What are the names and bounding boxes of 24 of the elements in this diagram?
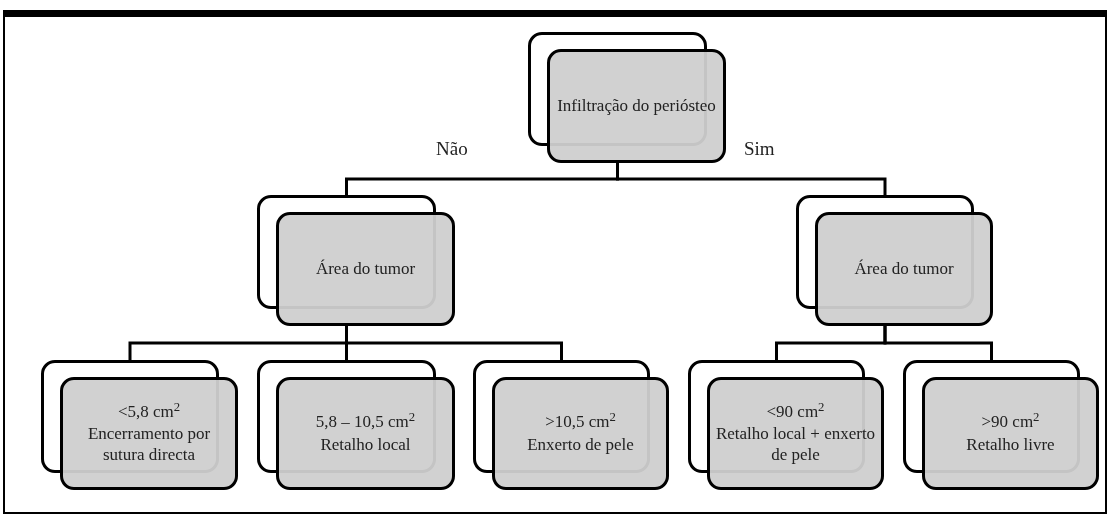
node-text: Retalho local + enxerto de pele <box>714 424 877 466</box>
node-text: Retalho local <box>320 434 411 455</box>
node-text: >10,5 cm$^{2}$ <box>545 412 616 433</box>
stacked-box <box>688 360 884 490</box>
node-text: Área do tumor <box>315 258 416 280</box>
stacked-box <box>903 360 1099 490</box>
node-text: <90 cm$^{2}$ <box>766 401 825 423</box>
node-text: Encerramento por sutura directa <box>86 424 212 466</box>
node-text: >90 cm$^{2}$ <box>981 412 1040 433</box>
stacked-box <box>41 360 238 490</box>
stacked-box <box>528 32 726 163</box>
connector-line <box>616 163 887 195</box>
stacked-box <box>473 360 669 490</box>
stacked-box <box>257 360 455 490</box>
stacked-box <box>257 195 455 326</box>
node-text: Enxerto de pele <box>527 434 634 455</box>
connector-line <box>883 326 993 360</box>
stacked-box <box>796 195 993 326</box>
node-text: Retalho livre <box>966 434 1055 455</box>
node-text: Infiltração do periósteo <box>557 95 716 117</box>
node-text: <5,8 cm$^{2}$ <box>117 401 181 423</box>
node-text: 5,8 – 10,5 cm$^{2}$ <box>315 412 416 433</box>
node-text: Área do tumor <box>854 258 954 280</box>
connector-line <box>345 326 563 360</box>
